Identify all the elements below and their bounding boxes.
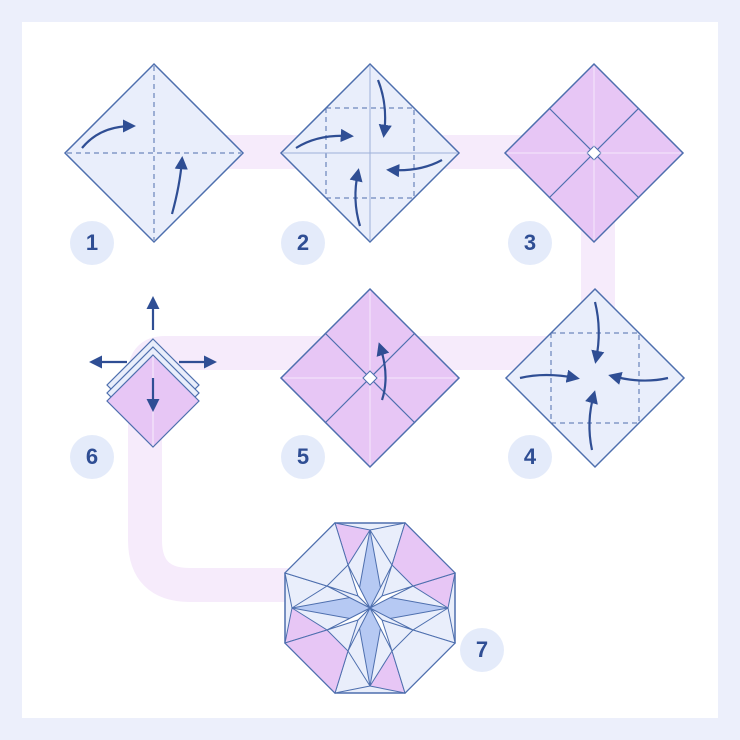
arrow-curved-icon xyxy=(376,79,392,138)
step-3-diagram xyxy=(503,62,685,244)
arrow-curved-icon xyxy=(519,369,580,383)
step-6-diagram xyxy=(89,296,217,448)
step-number-badge: 7 xyxy=(460,628,504,672)
step-4-diagram xyxy=(504,287,686,469)
arrow-curved-icon xyxy=(608,372,669,385)
arrow-curved-icon xyxy=(295,128,354,149)
step-7-diagram xyxy=(284,522,456,694)
arrow-curved-icon xyxy=(591,301,605,364)
arrow-curved-icon xyxy=(81,119,136,149)
arrow-curved-icon xyxy=(386,159,443,178)
arrow-curved-icon xyxy=(349,168,363,227)
step-1-diagram xyxy=(63,62,245,244)
step-2-diagram xyxy=(279,62,461,244)
step-number-badge: 4 xyxy=(508,435,552,479)
arrow-curved-icon xyxy=(376,342,390,401)
step-number-badge: 3 xyxy=(508,221,552,265)
arrow-curved-icon xyxy=(585,390,598,451)
step-number-badge: 6 xyxy=(70,435,114,479)
arrow-curved-icon xyxy=(170,156,188,215)
step-5-diagram xyxy=(279,287,461,469)
step-number-badge: 1 xyxy=(70,221,114,265)
step-number-badge: 5 xyxy=(281,435,325,479)
step-number-badge: 2 xyxy=(281,221,325,265)
